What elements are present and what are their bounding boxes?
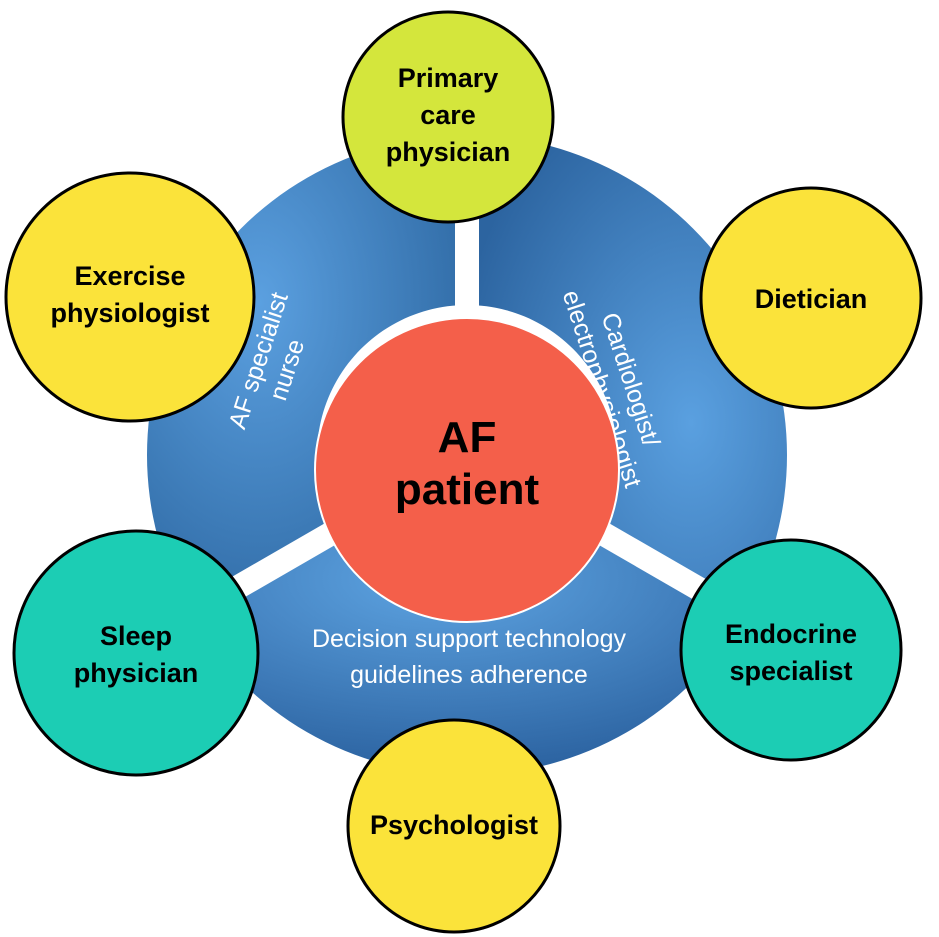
node-dietician: Dietician bbox=[699, 186, 923, 410]
sector-label-bottom-line2: guidelines adherence bbox=[350, 661, 588, 689]
node-circle bbox=[679, 538, 903, 762]
node-label-line: physiologist bbox=[50, 298, 209, 328]
node-label-line: Primary bbox=[398, 63, 499, 93]
node-label-line: Endocrine bbox=[725, 619, 857, 649]
sector-decision-support-technology bbox=[189, 530, 745, 775]
center-label-line1: AF bbox=[438, 413, 497, 462]
node-psychologist: Psychologist bbox=[346, 718, 562, 934]
node-primary-care-physician: Primary care physician bbox=[341, 10, 555, 224]
node-sleep-physician: Sleep physician bbox=[12, 529, 260, 777]
node-label-line: physician bbox=[386, 137, 511, 167]
node-circle bbox=[346, 718, 562, 934]
node-label-line: physician bbox=[74, 658, 199, 688]
node-label-line: Psychologist bbox=[370, 810, 538, 840]
node-circle bbox=[4, 171, 256, 423]
node-label-line: Exercise bbox=[74, 261, 185, 291]
node-label-line: care bbox=[420, 100, 476, 130]
node-label-line: Sleep bbox=[100, 621, 172, 651]
center-node: AF patient bbox=[314, 317, 620, 623]
node-label-line: specialist bbox=[729, 656, 852, 686]
center-circle bbox=[314, 317, 620, 623]
node-circle bbox=[12, 529, 260, 777]
node-circle bbox=[341, 10, 555, 224]
node-endocrine-specialist: Endocrine specialist bbox=[679, 538, 903, 762]
node-label-line: Dietician bbox=[755, 284, 868, 314]
sector-label-bottom-line1: Decision support technology bbox=[312, 625, 627, 653]
sector-label-bottom: Decision support technology guidelines a… bbox=[312, 625, 627, 689]
node-exercise-physiologist: Exercise physiologist bbox=[4, 171, 256, 423]
center-label-line2: patient bbox=[395, 465, 540, 514]
node-circle bbox=[699, 186, 923, 410]
sector-cardiologist-electrophysiologist bbox=[467, 135, 788, 615]
